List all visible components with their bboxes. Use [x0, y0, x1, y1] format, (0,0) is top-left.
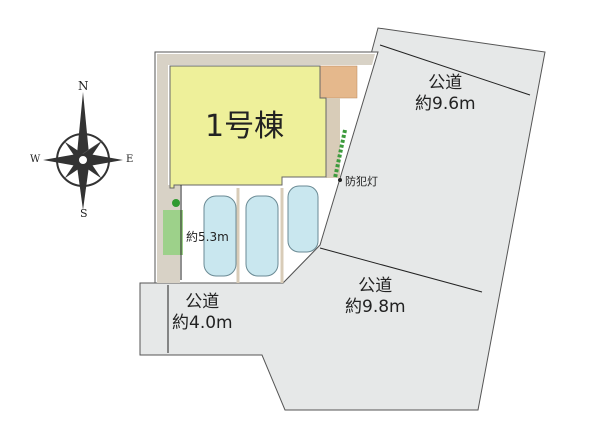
road-name: 公道: [185, 292, 220, 312]
dimension-line-9-6: [379, 44, 531, 96]
side-path: [326, 98, 340, 178]
road-name: 公道: [428, 73, 463, 93]
road-width: 約4.0m: [172, 313, 233, 333]
compass-e: E: [126, 154, 134, 165]
car-3: [287, 185, 319, 253]
parking-depth-label: 約5.3m: [186, 230, 229, 244]
compass-rose-icon: [43, 92, 123, 210]
perimeter-border: [157, 54, 375, 283]
car-2: [245, 195, 279, 277]
road-width: 約9.8m: [345, 297, 406, 317]
security-light-label: 防犯灯: [345, 175, 378, 188]
tile-patio: [319, 65, 358, 99]
house-1: [169, 65, 327, 189]
compass-s: S: [80, 207, 88, 220]
road-name: 公道: [358, 276, 393, 296]
road-label-east: 公道 約9.6m: [415, 75, 476, 113]
dimension-line-9-8: [319, 247, 483, 293]
building-label: 1号棟: [205, 109, 285, 144]
road-label-southeast: 公道 約9.8m: [345, 278, 406, 316]
road-label-south: 公道 約4.0m: [172, 294, 233, 332]
compass-w: W: [30, 154, 41, 165]
security-light-marker: [338, 178, 342, 182]
compass-n: N: [78, 79, 89, 93]
road-width: 約9.6m: [415, 94, 476, 114]
car-1: [203, 195, 237, 277]
shrub: [172, 199, 180, 207]
lawn: [163, 210, 183, 255]
hedge: [333, 129, 347, 179]
